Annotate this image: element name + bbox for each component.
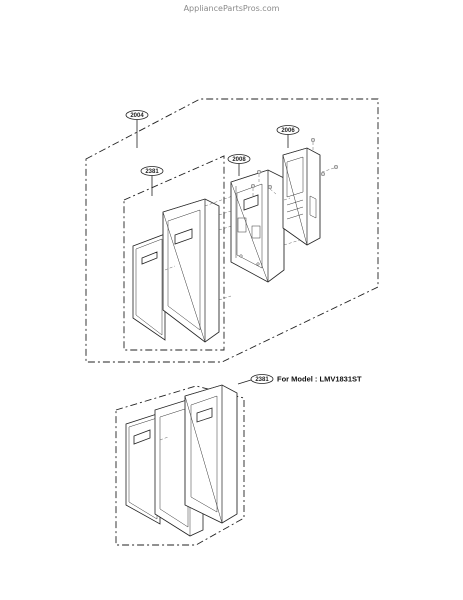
inner-frame-2008 (230, 169, 285, 283)
alignment-lines-lower (159, 417, 211, 441)
callout-2381-lower-label: 2381 (255, 377, 269, 383)
door-screen-panel-upper (132, 233, 166, 341)
sub-boundary-2381-upper (123, 155, 225, 351)
door-frame-lower (184, 384, 238, 524)
callout-2008: 2008 (227, 154, 251, 176)
callout-2004: 2004 (125, 110, 149, 148)
callout-2381-upper-label: 2381 (145, 169, 159, 175)
control-panel-2006 (282, 147, 321, 246)
model-note: For Model : LMV1831ST (277, 375, 362, 384)
callout-2004-label: 2004 (130, 113, 144, 119)
alignment-lines (164, 197, 301, 301)
callout-2008-label: 2008 (232, 157, 246, 163)
watermark: AppliancePartsPros.com (183, 4, 280, 13)
screws-2008 (250, 169, 277, 196)
door-frame-upper (162, 193, 239, 343)
callout-2006-label: 2006 (281, 128, 295, 134)
door-screen-panel-lower (125, 412, 161, 525)
callout-2006: 2006 (276, 125, 300, 148)
callout-2381-upper: 2381 (140, 166, 164, 196)
screws-2006 (311, 137, 339, 176)
callout-2381-lower: 2381 (237, 374, 274, 385)
